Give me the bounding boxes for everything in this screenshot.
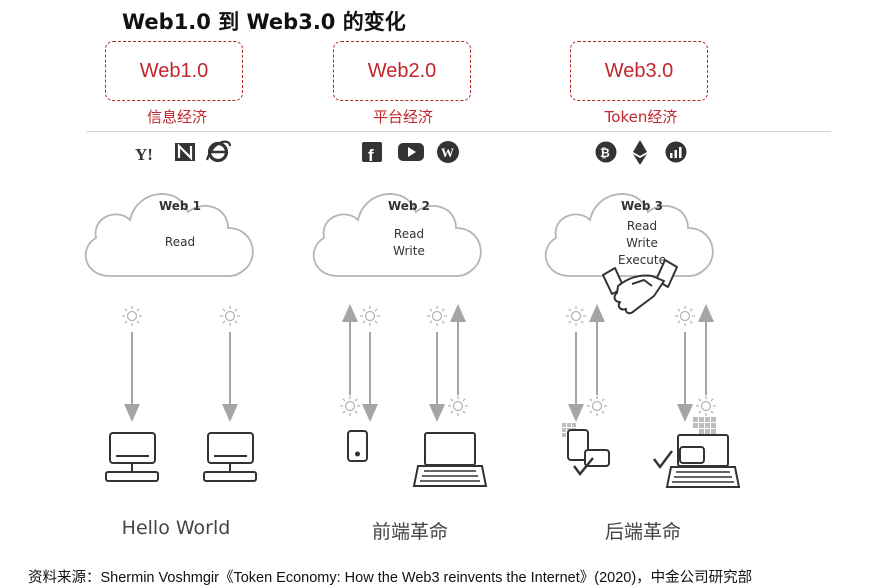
web1-box: Web1.0 [105, 41, 243, 101]
web2-economy: 平台经济 [372, 108, 433, 126]
wallet-laptop-icon [653, 417, 741, 488]
ethereum-icon [633, 140, 647, 165]
bitcoin-icon: ₿ [595, 141, 617, 163]
page-title: Web1.0 到 Web3.0 的变化 [122, 10, 406, 34]
web3-bottom-label: 后端革命 [604, 521, 681, 543]
facebook-glyph: f [368, 146, 374, 165]
web2-label: Web2.0 [367, 59, 437, 82]
desktop-icon-2 [203, 432, 257, 482]
web2-cloud: Web 2 Read Write [312, 193, 482, 277]
web2-bottom-label: 前端革命 [371, 521, 448, 543]
smartphone-icon [347, 430, 368, 462]
chart-coin-icon [665, 141, 687, 163]
wordpress-glyph: W [441, 145, 454, 160]
laptop-icon [412, 432, 488, 487]
facebook-icon: f [362, 142, 382, 165]
divider-line [86, 131, 831, 132]
web3-economy: Token经济 [604, 108, 678, 126]
web1-label: Web1.0 [139, 59, 209, 82]
handshake-icon [602, 259, 678, 315]
web2-box: Web2.0 [333, 41, 471, 101]
desktop-icon-1 [105, 432, 159, 482]
netscape-icon [175, 143, 195, 161]
web2-cloud-title: Web 2 [388, 199, 430, 213]
web1-cloud: Web 1 Read [84, 193, 254, 277]
web2-cloud-read: Read [394, 227, 424, 241]
web3-cloud-write: Write [626, 236, 658, 250]
web3-cloud-execute: Execute [618, 253, 666, 267]
web1-bottom-label: Hello World [121, 517, 231, 539]
yahoo-icon: Y! [135, 145, 153, 164]
yahoo-glyph: Y! [135, 145, 153, 164]
wordpress-icon: W [437, 141, 459, 163]
bitcoin-glyph: ₿ [600, 146, 610, 160]
web3-label: Web3.0 [604, 59, 674, 82]
youtube-icon [398, 143, 424, 161]
web1-economy: 信息经济 [146, 108, 207, 126]
web3-box: Web3.0 [570, 41, 708, 101]
source-caption: 资料来源：Shermin Voshmgir《Token Economy: How… [28, 570, 753, 586]
web1-cloud-title: Web 1 [159, 199, 201, 213]
wallet-phone-icon [562, 423, 610, 476]
web1-cloud-read: Read [165, 235, 195, 249]
web3-cloud-title: Web 3 [621, 199, 663, 213]
web3-cloud-read: Read [627, 219, 657, 233]
web2-cloud-write: Write [393, 244, 425, 258]
internet-explorer-icon [205, 140, 232, 163]
web3-cloud: Web 3 Read Write Execute [544, 193, 714, 277]
